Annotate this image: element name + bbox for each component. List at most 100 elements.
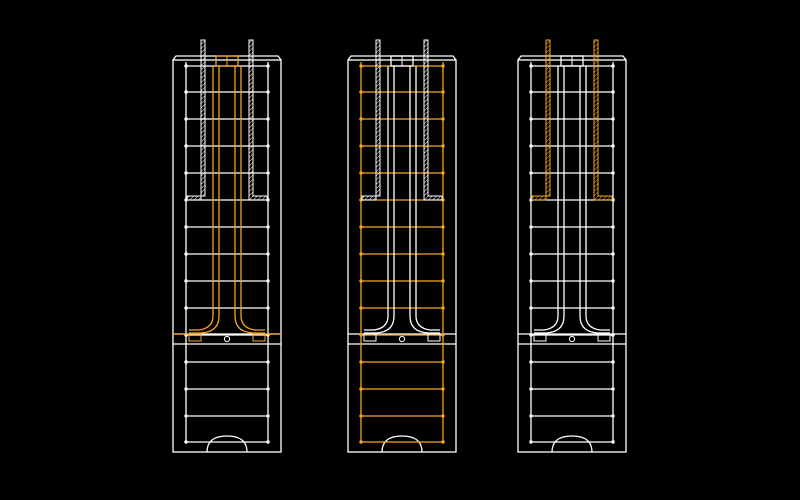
- stirrup-node-left-12: [359, 360, 363, 364]
- stirrup-node-right-11: [611, 333, 615, 337]
- stirrup-node-right-3: [266, 117, 270, 121]
- joint-hole: [568, 335, 576, 343]
- stirrup-node-right-15: [611, 440, 615, 444]
- stirrup-node-left-15: [184, 440, 188, 444]
- stirrup-node-right-2: [441, 90, 445, 94]
- stirrup-node-right-5: [611, 171, 615, 175]
- joint-tab-right: [252, 333, 266, 342]
- stirrup-node-right-2: [266, 90, 270, 94]
- stirrup-node-left-3: [359, 117, 363, 121]
- stirrup-node-right-14: [611, 414, 615, 418]
- hooked-bar-right: [593, 39, 613, 201]
- stirrup-node-left-13: [184, 387, 188, 391]
- stirrup-node-right-7: [611, 225, 615, 229]
- stirrup-node-right-2: [611, 90, 615, 94]
- stirrup-node-left-1: [184, 64, 188, 68]
- stirrup-node-right-7: [266, 225, 270, 229]
- stirrup-node-right-10: [611, 306, 615, 310]
- stirrup-node-right-5: [266, 171, 270, 175]
- hooked-bar-left: [361, 39, 381, 201]
- tube-left-outer: [364, 66, 389, 331]
- joint-tab-right: [597, 333, 611, 342]
- stirrup-node-left-10: [529, 306, 533, 310]
- hooked-bar-left: [531, 39, 551, 201]
- stirrup-node-left-5: [359, 171, 363, 175]
- stirrup-node-left-9: [359, 279, 363, 283]
- stirrup-node-right-3: [611, 117, 615, 121]
- tube-right-outer: [585, 66, 610, 331]
- stirrup-node-right-1: [266, 64, 270, 68]
- stirrup-node-right-13: [611, 387, 615, 391]
- pillar-panel-2: [347, 39, 457, 453]
- stirrup-node-left-12: [184, 360, 188, 364]
- stirrup-node-right-13: [266, 387, 270, 391]
- stirrup-node-left-15: [529, 440, 533, 444]
- tube-right-inner: [579, 66, 610, 334]
- stirrup-node-left-4: [184, 144, 188, 148]
- stirrup-node-left-4: [529, 144, 533, 148]
- hooked-bar-right: [423, 39, 443, 201]
- stirrup-node-left-5: [184, 171, 188, 175]
- joint-tab-left: [188, 333, 202, 342]
- stirrup-node-left-15: [359, 440, 363, 444]
- stirrup-node-left-9: [529, 279, 533, 283]
- stirrup-node-left-3: [529, 117, 533, 121]
- stirrup-node-left-11: [529, 333, 533, 337]
- stirrup-node-right-14: [266, 414, 270, 418]
- stirrup-node-left-10: [359, 306, 363, 310]
- stirrup-node-right-15: [266, 440, 270, 444]
- joint-hole: [398, 335, 406, 343]
- stirrup-node-right-14: [441, 414, 445, 418]
- stirrup-node-left-8: [359, 252, 363, 256]
- stirrup-node-right-4: [266, 144, 270, 148]
- joint-tab-left: [363, 333, 377, 342]
- stirrup-node-left-7: [359, 225, 363, 229]
- pillar-panel-1: [172, 39, 282, 453]
- tube-right-outer: [415, 66, 440, 331]
- stirrup-node-right-1: [611, 64, 615, 68]
- stirrup-node-left-9: [184, 279, 188, 283]
- tube-left-outer: [189, 66, 214, 331]
- tube-right-inner: [409, 66, 440, 334]
- hooked-bar-left: [186, 39, 206, 201]
- stirrup-node-right-12: [441, 360, 445, 364]
- stirrup-node-right-1: [441, 64, 445, 68]
- stirrup-node-left-14: [359, 414, 363, 418]
- stirrup-node-left-11: [359, 333, 363, 337]
- hooked-bar-right: [248, 39, 268, 201]
- stirrup-node-right-12: [266, 360, 270, 364]
- stirrup-node-left-1: [359, 64, 363, 68]
- tube-left-outer: [534, 66, 559, 331]
- pillar-panel-3: [517, 39, 627, 453]
- joint-tab-left: [533, 333, 547, 342]
- stirrup-node-left-7: [529, 225, 533, 229]
- base-arch: [381, 435, 423, 453]
- tube-right-inner: [234, 66, 265, 334]
- stirrup-node-left-5: [529, 171, 533, 175]
- stirrup-node-right-9: [611, 279, 615, 283]
- base-arch: [551, 435, 593, 453]
- stirrup-node-right-13: [441, 387, 445, 391]
- stirrup-node-left-2: [184, 90, 188, 94]
- stirrup-node-left-2: [529, 90, 533, 94]
- stirrup-node-right-10: [441, 306, 445, 310]
- joint-hole: [223, 335, 231, 343]
- stirrup-node-right-8: [441, 252, 445, 256]
- stirrup-node-right-8: [611, 252, 615, 256]
- stirrup-node-right-4: [611, 144, 615, 148]
- stirrup-node-right-4: [441, 144, 445, 148]
- stirrup-node-right-10: [266, 306, 270, 310]
- tube-right-outer: [240, 66, 265, 331]
- base-arch: [206, 435, 248, 453]
- stirrup-node-left-3: [184, 117, 188, 121]
- stirrup-node-right-8: [266, 252, 270, 256]
- joint-tab-right: [427, 333, 441, 342]
- stirrup-node-right-15: [441, 440, 445, 444]
- tube-left-inner: [364, 66, 395, 334]
- stirrup-node-left-14: [184, 414, 188, 418]
- stirrup-node-left-10: [184, 306, 188, 310]
- stirrup-node-left-14: [529, 414, 533, 418]
- stirrup-node-right-7: [441, 225, 445, 229]
